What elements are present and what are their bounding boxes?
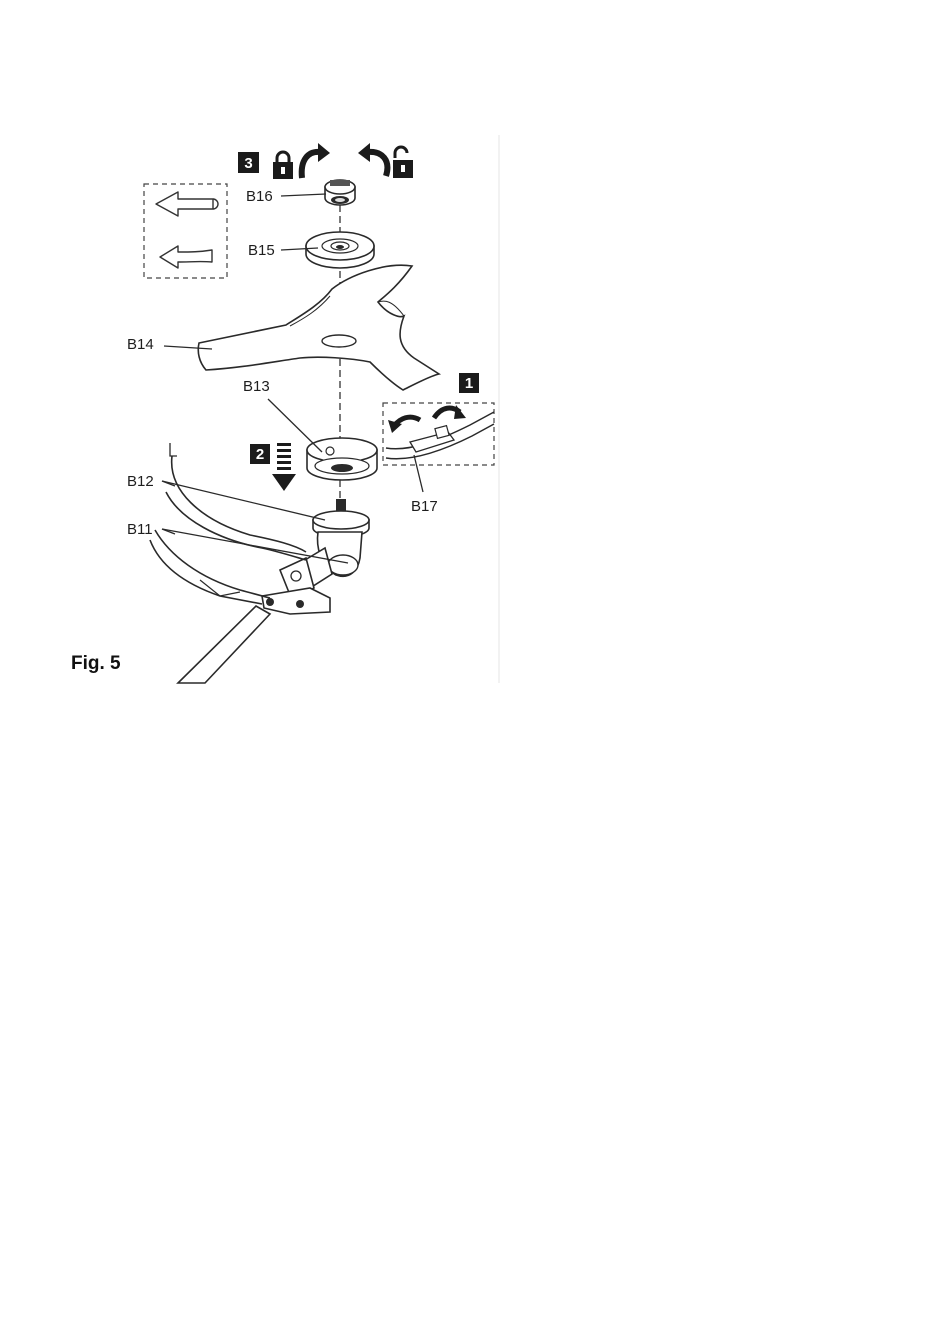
flange-b15 bbox=[306, 232, 374, 268]
label-b14: B14 bbox=[127, 336, 154, 353]
step-2-number: 2 bbox=[256, 446, 264, 463]
step-1-number: 1 bbox=[465, 375, 473, 392]
label-b11: B11 bbox=[127, 521, 153, 538]
leader-b16 bbox=[281, 194, 326, 196]
rotate-left-arrow-icon bbox=[388, 417, 420, 433]
rotate-right-arrow-icon bbox=[434, 405, 466, 419]
label-b12: B12 bbox=[127, 473, 154, 490]
label-b15: B15 bbox=[248, 242, 275, 259]
blade-b14 bbox=[198, 265, 439, 390]
label-b17: B17 bbox=[411, 498, 438, 515]
rotate-right-arrow-icon bbox=[302, 143, 330, 178]
direction-inset bbox=[144, 184, 227, 278]
leader-b12-a bbox=[162, 481, 325, 520]
leader-b13 bbox=[268, 399, 322, 452]
step-3-group: 3 bbox=[238, 143, 413, 179]
nut-b16 bbox=[325, 180, 355, 205]
rotate-left-arrow-icon bbox=[358, 143, 387, 176]
padlock-open-icon bbox=[393, 147, 413, 178]
padlock-closed-icon bbox=[273, 152, 293, 179]
down-arrow-icon bbox=[272, 443, 296, 491]
left-arrow-icon bbox=[156, 192, 218, 216]
label-b13: B13 bbox=[243, 378, 270, 395]
leader-b17 bbox=[414, 455, 423, 492]
curved-left-arrow-icon bbox=[160, 246, 212, 268]
label-b16: B16 bbox=[246, 188, 273, 205]
step-2-group: 2 bbox=[250, 443, 296, 491]
cup-b13 bbox=[307, 438, 377, 480]
figure-caption: Fig. 5 bbox=[71, 653, 121, 674]
step-3-number: 3 bbox=[244, 155, 252, 172]
